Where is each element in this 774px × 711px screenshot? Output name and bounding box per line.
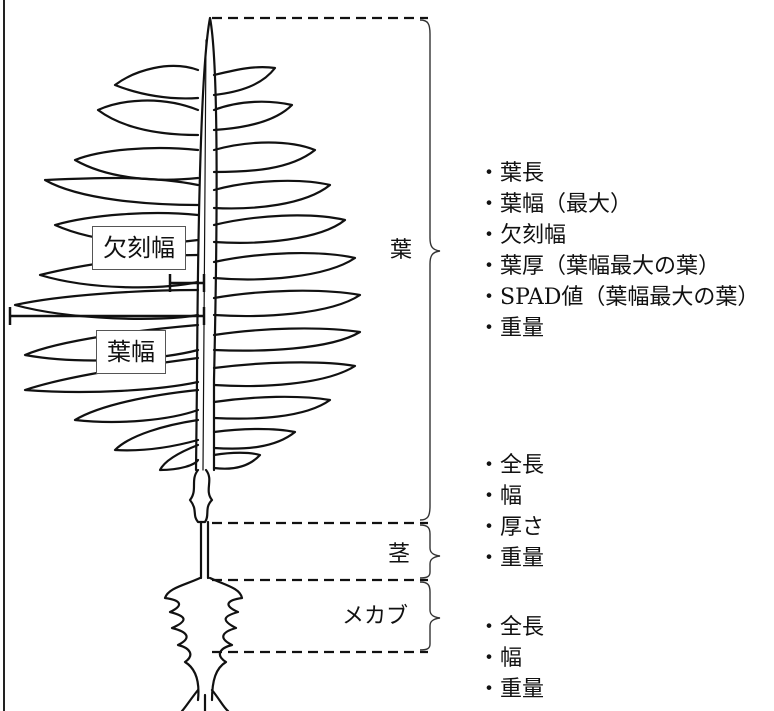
- stem-outline: [188, 468, 214, 524]
- stem-brace: [419, 524, 441, 579]
- leaf-brace: [419, 19, 441, 521]
- right-leaflet: [212, 214, 347, 244]
- right-leaflet: [212, 66, 277, 97]
- right-leaflet: [212, 141, 317, 174]
- stipe-line: [199, 520, 210, 580]
- left-leaflet: [73, 388, 200, 424]
- right-leaflet: [212, 427, 297, 450]
- left-leaflet: [113, 64, 200, 100]
- left-leaflet: [96, 99, 200, 137]
- list-item: 葉幅（最大）: [478, 189, 759, 220]
- stem-measurements-list: 全長 幅 厚さ 重量: [478, 450, 544, 574]
- left-leaflet: [13, 288, 200, 320]
- left-leaflet: [73, 146, 200, 181]
- list-item: 重量: [478, 674, 544, 705]
- list-item: 幅: [478, 643, 544, 674]
- right-leaflet: [212, 289, 362, 318]
- mekabu-holdfast: [180, 688, 230, 711]
- mekabu-brace: [419, 581, 441, 651]
- midrib-center: [202, 39, 207, 471]
- list-item: 重量: [478, 543, 544, 574]
- right-leaflet: [212, 361, 357, 388]
- leaf-label: 葉: [390, 238, 413, 263]
- leaf-measurements-list: 葉長 葉幅（最大） 欠刻幅 葉厚（葉幅最大の葉） SPAD値（葉幅最大の葉） 重…: [478, 158, 759, 344]
- right-leaflet: [212, 100, 294, 132]
- list-item: 重量: [478, 313, 759, 344]
- notch-width-label: 欠刻幅: [92, 226, 186, 270]
- leaf-width-label: 葉幅: [96, 330, 166, 374]
- mekabu-measurements-list: 全長 幅 重量: [478, 612, 544, 705]
- list-item: 欠刻幅: [478, 220, 759, 251]
- list-item: 葉厚（葉幅最大の葉）: [478, 251, 759, 282]
- left-leaflet: [158, 443, 200, 472]
- list-item: 全長: [478, 612, 544, 643]
- left-leaflet: [43, 176, 200, 207]
- list-item: 葉長: [478, 158, 759, 189]
- list-item: 幅: [478, 481, 544, 512]
- right-leaflet: [212, 451, 262, 470]
- stem-label: 茎: [388, 542, 411, 567]
- left-border-line: [3, 0, 5, 711]
- right-leaflet: [212, 395, 332, 420]
- list-item: 厚さ: [478, 512, 544, 543]
- right-leaflet: [212, 327, 362, 352]
- mekabu-label: メカブ: [342, 604, 409, 629]
- midrib-outline: [194, 16, 218, 472]
- left-leaflet: [113, 418, 200, 452]
- list-item: SPAD値（葉幅最大の葉）: [478, 282, 759, 313]
- right-leaflet: [212, 251, 357, 281]
- right-leaflet: [212, 179, 332, 210]
- mekabu-outline: [163, 576, 244, 702]
- list-item: 全長: [478, 450, 544, 481]
